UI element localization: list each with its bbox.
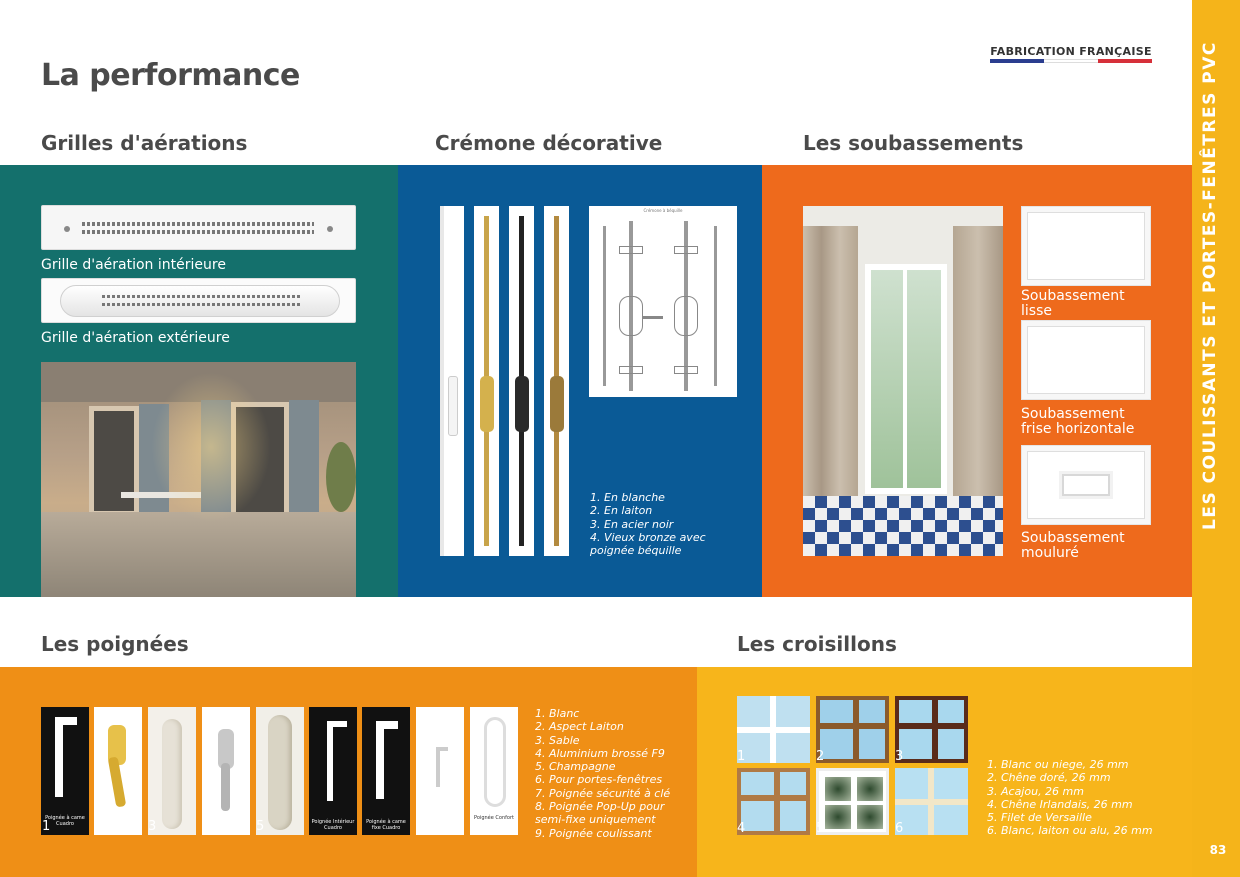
exterior-vent-caption: Grille d'aération extérieure bbox=[41, 330, 230, 346]
poignee-item: 5. Champagne bbox=[535, 760, 616, 774]
poignee-item: 7. Poignée sécurité à clé bbox=[535, 786, 671, 800]
page-number: 83 bbox=[1209, 843, 1227, 857]
handle-number: 4 bbox=[202, 819, 211, 834]
croisillons-title: Les croisillons bbox=[737, 632, 897, 656]
poignee-item: 6. Pour portes-fenêtres bbox=[535, 773, 663, 787]
cremone-item: poignée béquille bbox=[590, 544, 682, 558]
poignees-options-list: 1. Blanc 2. Aspect Laiton 3. Sable 4. Al… bbox=[535, 707, 695, 840]
fabrication-francaise-badge: FABRICATION FRANÇAISE bbox=[990, 42, 1152, 64]
interior-vent-image bbox=[41, 205, 356, 250]
handle-thumb-6-label: Poignée Intérieur Cuadro bbox=[311, 819, 355, 831]
handle-thumb-9: Poignée Confort bbox=[470, 707, 518, 835]
croisillon-item: 5. Filet de Versaille bbox=[987, 811, 1092, 825]
badge-text: FABRICATION FRANÇAISE bbox=[990, 45, 1152, 58]
cremone-brass-image bbox=[474, 206, 499, 556]
croisillon-number: 6 bbox=[895, 821, 904, 836]
cremone-item: 2. En laiton bbox=[590, 504, 653, 518]
croisillon-number: 1 bbox=[737, 749, 746, 764]
croisillon-swatch-4 bbox=[737, 768, 810, 835]
cremone-title: Crémone décorative bbox=[435, 131, 663, 155]
handle-number: 3 bbox=[148, 819, 157, 834]
handle-number: 8 bbox=[416, 819, 425, 834]
handle-thumb-3 bbox=[148, 707, 196, 835]
croisillon-swatch-2 bbox=[816, 696, 889, 763]
cremone-panel: Crémone à béquille 1. En blanche 2. En l… bbox=[398, 165, 762, 597]
croisillon-item: 3. Acajou, 26 mm bbox=[987, 784, 1084, 798]
cremone-item: 3. En acier noir bbox=[590, 517, 674, 531]
croisillon-number: 5 bbox=[816, 821, 825, 836]
handle-thumb-2 bbox=[94, 707, 142, 835]
exterior-vent-image bbox=[41, 278, 356, 323]
croisillon-item: 1. Blanc ou niege, 26 mm bbox=[987, 758, 1129, 771]
cremone-options-list: 1. En blanche 2. En laiton 3. En acier n… bbox=[590, 491, 750, 557]
grilles-title: Grilles d'aérations bbox=[41, 131, 248, 155]
handle-thumb-5 bbox=[256, 707, 304, 835]
french-door-photo bbox=[803, 206, 1003, 556]
handle-number: 9 bbox=[470, 819, 479, 834]
french-flag-stripe bbox=[990, 59, 1152, 63]
poignees-title: Les poignées bbox=[41, 632, 189, 656]
soubassement-frise-swatch bbox=[1021, 320, 1151, 400]
croisillon-item: 6. Blanc, laiton ou alu, 26 mm bbox=[987, 824, 1153, 838]
croisillon-swatch-5 bbox=[816, 768, 889, 835]
page-title: La performance bbox=[41, 58, 300, 93]
handle-thumb-8 bbox=[416, 707, 464, 835]
house-terrace-photo bbox=[41, 362, 356, 597]
handle-thumb-7-label: Poignée à came fixe Cuadro bbox=[366, 819, 406, 831]
soubassement-moulure-swatch bbox=[1021, 445, 1151, 525]
poignee-item: 1. Blanc bbox=[535, 707, 580, 720]
cremone-item: 1. En blanche bbox=[590, 491, 665, 504]
croisillon-number: 3 bbox=[895, 749, 904, 764]
croisillon-number: 4 bbox=[737, 821, 746, 836]
soubassements-title: Les soubassements bbox=[803, 131, 1024, 155]
poignee-item: 2. Aspect Laiton bbox=[535, 720, 624, 734]
poignee-item: 8. Poignée Pop-Up pour bbox=[535, 800, 665, 814]
grilles-panel: Grille d'aération intérieure Grille d'aé… bbox=[0, 165, 398, 597]
handle-thumb-9-label: Poignée Confort bbox=[474, 815, 514, 821]
handle-number: 2 bbox=[95, 819, 104, 834]
handle-thumb-7: Poignée à came fixe Cuadro bbox=[362, 707, 410, 835]
croisillon-number: 2 bbox=[816, 749, 825, 764]
poignee-item: 3. Sable bbox=[535, 733, 580, 747]
diagram-label: Crémone à béquille bbox=[643, 208, 683, 213]
croisillon-item: 4. Chêne Irlandais, 26 mm bbox=[987, 797, 1133, 811]
handle-number: 5 bbox=[256, 819, 265, 834]
handle-thumb-6: Poignée Intérieur Cuadro bbox=[309, 707, 357, 835]
croisillon-swatch-6 bbox=[895, 768, 968, 835]
poignee-item: semi-fixe uniquement bbox=[535, 813, 656, 827]
handle-thumb-4 bbox=[202, 707, 250, 835]
soubassement-lisse-swatch bbox=[1021, 206, 1151, 286]
croisillon-swatch-1 bbox=[737, 696, 810, 763]
handle-thumb-1-label: Poignée à came Cuadro bbox=[45, 815, 85, 827]
handle-number: 1 bbox=[42, 819, 51, 834]
cremone-bronze-image bbox=[544, 206, 569, 556]
croisillons-options-list: 1. Blanc ou niege, 26 mm 2. Chêne doré, … bbox=[987, 758, 1187, 838]
interior-vent-caption: Grille d'aération intérieure bbox=[41, 257, 226, 273]
croisillon-item: 2. Chêne doré, 26 mm bbox=[987, 771, 1111, 785]
cremone-white-image bbox=[440, 206, 464, 556]
cremone-item: 4. Vieux bronze avec bbox=[590, 530, 706, 544]
poignee-item: 9. Poignée coulissant bbox=[535, 826, 652, 840]
handle-thumb-1: Poignée à came Cuadro bbox=[41, 707, 89, 835]
poignee-item: 4. Aluminium brossé F9 bbox=[535, 746, 665, 760]
cremone-black-image bbox=[509, 206, 534, 556]
croisillon-swatch-3 bbox=[895, 696, 968, 763]
sidebar-band bbox=[1192, 0, 1240, 877]
sidebar-chapter-title: LES COULISSANTS ET PORTES-FENÊTRES PVC bbox=[1200, 41, 1220, 530]
cremone-technical-diagram: Crémone à béquille bbox=[589, 206, 737, 397]
